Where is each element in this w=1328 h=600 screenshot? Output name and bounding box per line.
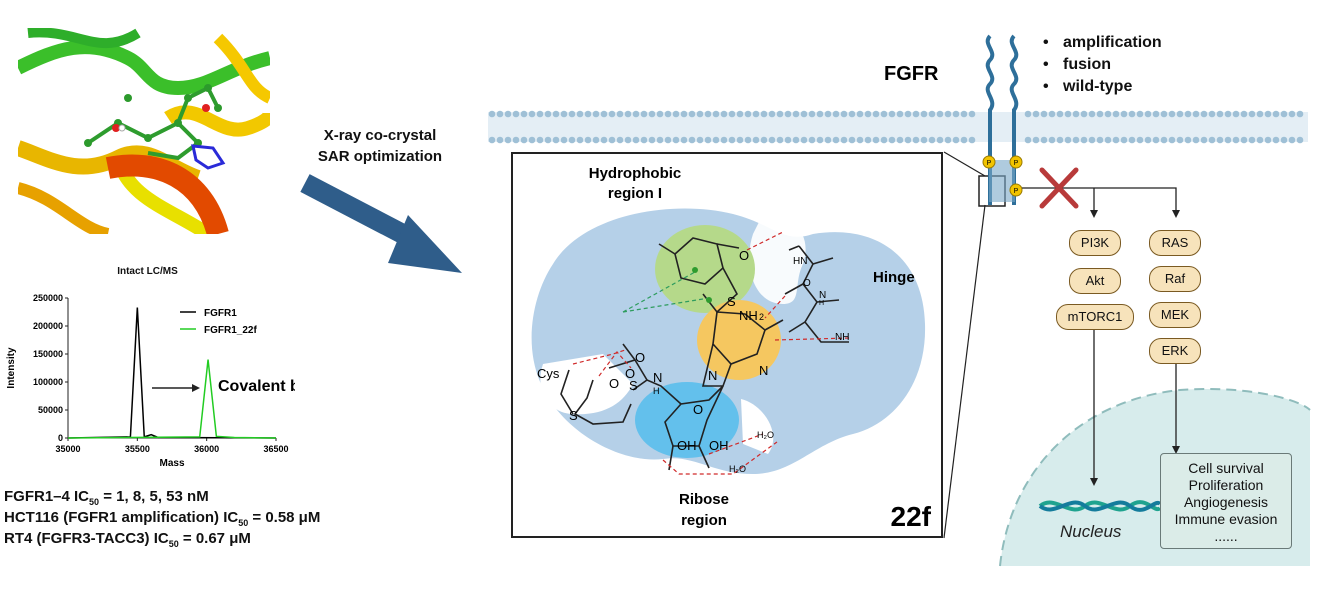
y-tick-label: 100000 — [33, 377, 63, 387]
hinge-blob — [697, 300, 781, 380]
ligand-structure — [560, 237, 849, 471]
ms-chart-title: Intact LC/MS — [117, 266, 178, 277]
alteration-wild-type: wild-type — [1043, 76, 1162, 98]
alteration-amplification: amplification — [1043, 32, 1162, 54]
annotation-arrowhead — [192, 384, 200, 392]
svg-text:H: H — [819, 300, 824, 307]
hydrophobic-region-label-2: region I — [608, 185, 662, 202]
alteration-fusion: fusion — [1043, 54, 1162, 76]
fgfr-receptor — [985, 34, 1019, 205]
ms-chart: Intact LC/MS 0 50000 100000 150000 200000 250… — [0, 266, 295, 478]
effect-angiogenesis: Angiogenesis — [1183, 494, 1269, 510]
cellular-effects-box: Cell survival Proliferation Angiogenesis… — [1160, 453, 1292, 549]
svg-text:O: O — [803, 278, 811, 289]
svg-text:S: S — [569, 408, 578, 423]
legend-label: FGFR1_22f — [204, 325, 257, 336]
co-crystal-label: X-ray co-crystal SAR optimization — [295, 125, 465, 167]
fgfr-label: FGFR — [884, 63, 939, 85]
node-mek: MEK — [1149, 302, 1201, 328]
x-tick-label: 36500 — [263, 444, 288, 454]
effect-cell-survival: Cell survival — [1188, 460, 1264, 476]
crystal-structure-image — [18, 28, 270, 234]
ic50-line-2: HCT116 (FGFR1 amplification) IC50 = 0.58… — [4, 509, 321, 528]
covalent-bond-label: Covalent bond — [218, 378, 295, 395]
y-tick-label: 200000 — [33, 321, 63, 331]
node-mtorc1: mTORC1 — [1056, 304, 1134, 330]
x-axis-label: Mass — [159, 458, 184, 469]
node-ras: RAS — [1149, 230, 1201, 256]
svg-text:OH: OH — [709, 438, 729, 453]
effect-more: ...... — [1214, 528, 1238, 544]
svg-text:S: S — [629, 378, 638, 393]
dna-icon — [1038, 500, 1162, 512]
interaction-lines — [572, 231, 850, 475]
hydrophobic-blob — [655, 225, 755, 313]
binding-pocket-svg: O S NH 2 N N HN N H O NH N H S O O O O C… — [531, 165, 932, 532]
svg-text:P: P — [1014, 188, 1019, 195]
hinge-label: Hinge — [873, 269, 915, 286]
node-pi3k: PI3K — [1069, 230, 1121, 256]
svg-text:O: O — [739, 248, 749, 263]
effect-proliferation: Proliferation — [1188, 477, 1264, 493]
svg-text:N: N — [819, 290, 826, 301]
series-line-fgfr1-22f — [67, 359, 277, 439]
cell-membrane — [488, 110, 1308, 144]
svg-text:N: N — [653, 370, 662, 385]
y-tick-label: 150000 — [33, 349, 63, 359]
effect-immune-evasion: Immune evasion — [1174, 511, 1278, 527]
ic50-line-1: FGFR1–4 IC50 = 1, 8, 5, 53 nM — [4, 488, 209, 507]
svg-text:S: S — [727, 294, 736, 309]
svg-text:P: P — [987, 160, 992, 167]
co-crystal-label-line2: SAR optimization — [317, 148, 443, 165]
y-axis-label: Intensity — [6, 347, 17, 389]
hydrophobic-region-label: Hydrophobic — [589, 165, 682, 182]
svg-text:O: O — [635, 350, 645, 365]
svg-text:N: N — [759, 363, 768, 378]
inhibition-cross — [1039, 167, 1079, 209]
legend-label: FGFR1 — [204, 308, 237, 319]
svg-text:P: P — [1014, 160, 1019, 167]
svg-text:O: O — [609, 376, 619, 391]
nucleus-label: Nucleus — [1060, 522, 1122, 541]
ribose-region-label: Ribose — [679, 491, 729, 508]
co-crystal-label-line1: X-ray co-crystal — [323, 127, 437, 144]
optimization-arrow — [300, 174, 462, 273]
binding-pocket-panel: O S NH 2 N N HN N H O NH N H S O O O O C… — [511, 152, 943, 538]
svg-text:2: 2 — [759, 312, 764, 322]
svg-text:NH: NH — [739, 308, 758, 323]
fgfr-alterations-list: amplification fusion wild-type — [1043, 32, 1162, 98]
svg-text:NH: NH — [835, 332, 849, 343]
ribose-region-label-2: region — [681, 512, 727, 529]
node-akt: Akt — [1069, 268, 1121, 294]
svg-text:H₂O: H₂O — [757, 430, 774, 440]
node-erk: ERK — [1149, 338, 1201, 364]
svg-text:HN: HN — [793, 256, 807, 267]
svg-text:N: N — [708, 368, 717, 383]
y-tick-label: 50000 — [38, 405, 63, 415]
node-raf: Raf — [1149, 266, 1201, 292]
ic50-line-3: RT4 (FGFR3-TACC3) IC50 = 0.67 μM — [4, 530, 251, 549]
svg-text:H: H — [653, 386, 660, 396]
y-tick-label: 250000 — [33, 293, 63, 303]
svg-text:O: O — [693, 402, 703, 417]
cys-label: Cys — [537, 366, 560, 381]
ribose-blob — [635, 382, 739, 458]
x-tick-label: 35000 — [55, 444, 80, 454]
x-tick-label: 36000 — [194, 444, 219, 454]
y-tick-label: 0 — [58, 433, 63, 443]
x-tick-label: 35500 — [125, 444, 150, 454]
compound-id-label: 22f — [891, 501, 932, 532]
phospho-sites: P P P — [982, 155, 1023, 197]
svg-text:O: O — [625, 366, 635, 381]
svg-text:H₂O: H₂O — [729, 464, 746, 474]
svg-text:OH: OH — [677, 438, 697, 453]
ms-chart-svg: 0 50000 100000 150000 200000 250000 35000 35500… — [6, 293, 295, 469]
